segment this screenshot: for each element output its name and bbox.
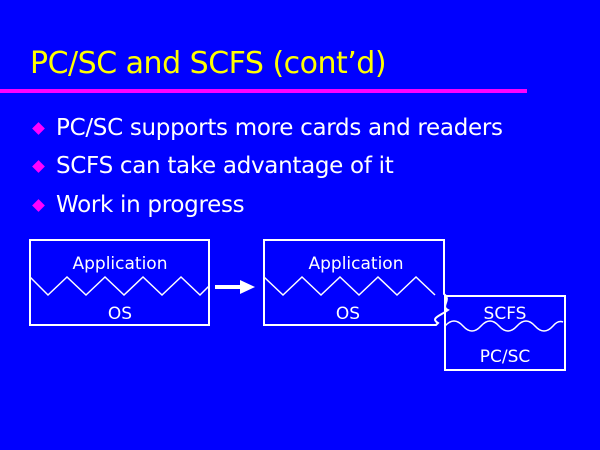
bullet-item: Work in progress [32,192,245,218]
application-label: Application [309,254,404,274]
pcsc-label: PC/SC [480,347,531,367]
os-label: OS [108,304,132,324]
zigzag-boundary [263,275,436,297]
after-stack: Application OS SCFS PC/SC [263,239,566,371]
application-label: Application [73,254,168,274]
wavy-boundary [444,320,564,332]
arrow-icon [215,280,255,294]
before-stack: Application OS [29,239,210,326]
scfs-module-box [444,295,566,371]
title-divider [0,89,527,93]
slide-title: PC/SC and SCFS (cont’d) [30,46,387,81]
os-label: OS [336,304,360,324]
zigzag-boundary [29,275,210,297]
bullet-item: SCFS can take advantage of it [32,153,394,179]
scfs-label: SCFS [484,304,527,324]
bullet-item: PC/SC supports more cards and readers [32,115,503,141]
